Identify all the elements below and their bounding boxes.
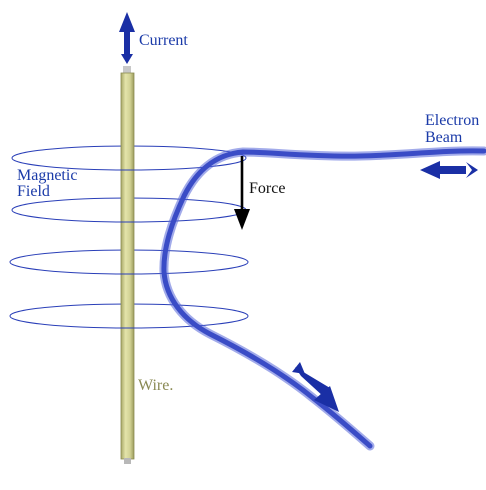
beam-direction-arrow-in [420,161,478,179]
field-loop-3-front [9,261,249,275]
electron-beam-label-line2: Beam [425,129,463,146]
current-label: Current [139,32,188,49]
magnetic-field-label-line2: Field [17,183,50,200]
wire [120,72,135,460]
wire-bottom-cap [124,458,131,464]
force-arrow [234,156,250,230]
electron-beam-label-line1: Electron [425,112,480,129]
beam-direction-arrow-out [292,362,339,412]
field-loop-4-front [9,315,249,329]
current-arrow [119,12,135,64]
magnetic-field-label-line1: Magnetic [17,167,78,184]
force-label: Force [249,180,286,197]
electron-beam [159,146,486,451]
wire-label: Wire. [138,377,174,394]
magnetic-field-loops-front [9,157,249,329]
field-loop-1-front [11,157,247,171]
field-loop-2-front [11,209,247,223]
wire-top-cap [123,66,131,74]
